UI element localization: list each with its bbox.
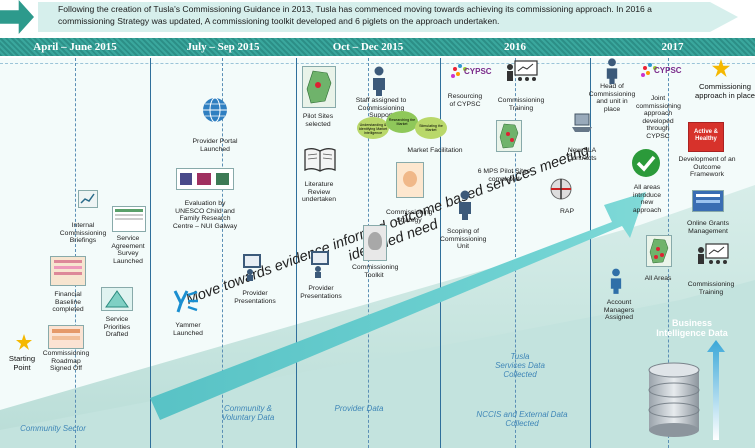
- community-sector-label: Community Sector: [20, 424, 86, 433]
- globe-icon: [203, 97, 227, 123]
- cypsc-logo: CYPSC: [640, 61, 682, 85]
- head-of-commissioning-label: Head of Commissioning and unit in place: [588, 83, 636, 113]
- tusla-services-data-label: Tusla Services Data Collected: [495, 352, 545, 379]
- person-icon: [373, 66, 385, 96]
- outcome-framework-label: Development of an Outcome Framework: [678, 156, 736, 179]
- column-divider-2: [296, 58, 297, 448]
- market-word-2: Researching the Market: [386, 111, 418, 133]
- header-banner: [38, 2, 738, 32]
- checkmark-icon: [632, 149, 660, 177]
- unesco-logos-thumbnail: [176, 168, 234, 190]
- all-areas-new-approach-label: All areas introduce new approach: [632, 184, 662, 214]
- account-managers-label: Account Managers Assigned: [603, 299, 635, 322]
- market-facilitation-label: Market Facilitation: [407, 147, 463, 154]
- commissioning-training-2017-label: Commissioning Training: [687, 281, 735, 296]
- active-healthy-text: Active & Healthy: [693, 129, 718, 142]
- top-dashed-line: [0, 63, 755, 64]
- cypsc-logo-text: CYPSC: [464, 67, 492, 76]
- market-word-1: Understanding & Identifying Market Intel…: [357, 117, 389, 139]
- header-arrow-icon: [0, 0, 34, 34]
- upward-arrow-icon: [707, 340, 725, 440]
- provider-portal-label: Provider Portal Launched: [192, 138, 238, 153]
- joint-commissioning-label: Joint commissioning approach developed t…: [636, 95, 681, 140]
- column-divider-3: [440, 58, 441, 448]
- business-intelligence-label: Business Intelligence Data: [656, 318, 728, 338]
- commissioning-training-2016-label: Commissioning Training: [497, 97, 545, 112]
- pilot-sites-label: Pilot Sites selected: [302, 113, 334, 128]
- yammer-launched-label: Yammer Launched: [173, 322, 203, 337]
- mps-pilot-map-thumbnail: [496, 120, 522, 152]
- roadmap-thumbnail: [48, 325, 84, 349]
- star-icon: [712, 59, 730, 77]
- cypsc-logo: CYPSC: [450, 62, 492, 88]
- provider-presentations-q4-label: Provider Presentations: [300, 285, 342, 300]
- presenter-icon: [243, 254, 261, 281]
- starting-point-label: Starting Point: [8, 354, 36, 372]
- period-2016: 2016: [504, 41, 526, 53]
- provider-presentations-q3-label: Provider Presentations: [234, 290, 276, 305]
- staff-assigned-label: Staff assigned to Commissioning Support: [355, 97, 407, 120]
- rap-tools-icon: [550, 178, 572, 200]
- commissioning-toolkit-label: Commissioning Toolkit: [352, 264, 399, 279]
- literature-review-label: Literature Review undertaken: [301, 181, 336, 204]
- star-icon: [16, 334, 32, 350]
- period-q3-2015: July – Sep 2015: [186, 41, 260, 53]
- column-divider-4: [590, 58, 591, 448]
- person-icon: [459, 190, 471, 220]
- period-q4-2015: Oct – Dec 2015: [332, 41, 404, 53]
- grants-portal-thumbnail: [692, 190, 724, 212]
- financial-table-thumbnail: [50, 256, 86, 286]
- column-subdivider-1: [75, 58, 76, 448]
- period-2017: 2017: [661, 41, 684, 53]
- toolkit-document-thumbnail: [363, 225, 387, 261]
- column-subdivider-4: [515, 58, 516, 448]
- priorities-diagram-thumbnail: [101, 287, 133, 311]
- commissioning-strategy-label: Commissioning Strategy: [386, 209, 433, 224]
- all-areas-map-thumbnail: [646, 235, 672, 267]
- timeline-band: [0, 38, 755, 56]
- nccis-external-data-label: NCCIS and External Data Collected: [476, 410, 568, 428]
- mps-pilot-sites-label: 6 MPS Pilot Sites completed: [477, 168, 531, 183]
- person-icon: [606, 58, 618, 84]
- presenter-icon: [311, 251, 329, 278]
- financial-baseline-label: Financial Baseline completed: [52, 291, 84, 314]
- cypsc-logo-text: CYPSC: [654, 66, 682, 75]
- new-sla-label: New SLA Contracts: [567, 147, 597, 162]
- provider-data-label: Provider Data: [334, 404, 384, 413]
- pilot-sites-map-thumbnail: [302, 66, 336, 108]
- all-areas-label: All Areas: [644, 275, 672, 282]
- community-voluntary-data-label: Community & Voluntary Data: [221, 404, 275, 422]
- training-icon: [507, 60, 538, 81]
- period-q2-2015: April – June 2015: [33, 41, 117, 53]
- book-icon: [304, 148, 336, 172]
- header-text: Following the creation of Tusla's Commis…: [58, 4, 652, 26]
- market-facilitation-graphic: Understanding & Identifying Market Intel…: [357, 111, 449, 143]
- unesco-evaluation-label: Evaluation by UNESCO Child and Family Re…: [172, 200, 238, 230]
- person-icon: [610, 268, 622, 294]
- strategy-document-thumbnail: [396, 162, 424, 198]
- survey-document-thumbnail: [112, 206, 146, 232]
- survey-launched-label: Service Agreement Survey Launched: [111, 235, 145, 265]
- column-divider-1: [150, 58, 151, 448]
- online-grants-label: Online Grants Management: [687, 220, 729, 235]
- training-icon: [698, 243, 729, 264]
- internal-briefings-label: Internal Commissioning Briefings: [59, 222, 107, 245]
- chart-icon: [78, 190, 98, 208]
- scoping-unit-label: Scoping of Commissioning Unit: [440, 228, 487, 251]
- rap-label: RAP: [560, 208, 574, 215]
- roadmap-signed-off-label: Commissioning Roadmap Signed Off: [42, 350, 90, 373]
- database-icon: [648, 362, 700, 437]
- resourcing-cypsc-label: Resourcing of CYPSC: [447, 93, 483, 108]
- commissioning-in-place-label: Commissioning approach in place: [695, 82, 755, 100]
- active-healthy-thumbnail: Active & Healthy: [688, 122, 724, 152]
- service-priorities-label: Service Priorities Drafted: [103, 316, 131, 339]
- column-subdivider-2: [222, 58, 223, 448]
- yammer-icon: [173, 290, 198, 313]
- market-word-3: Stimulating the Market: [415, 117, 447, 139]
- laptop-icon: [572, 113, 592, 132]
